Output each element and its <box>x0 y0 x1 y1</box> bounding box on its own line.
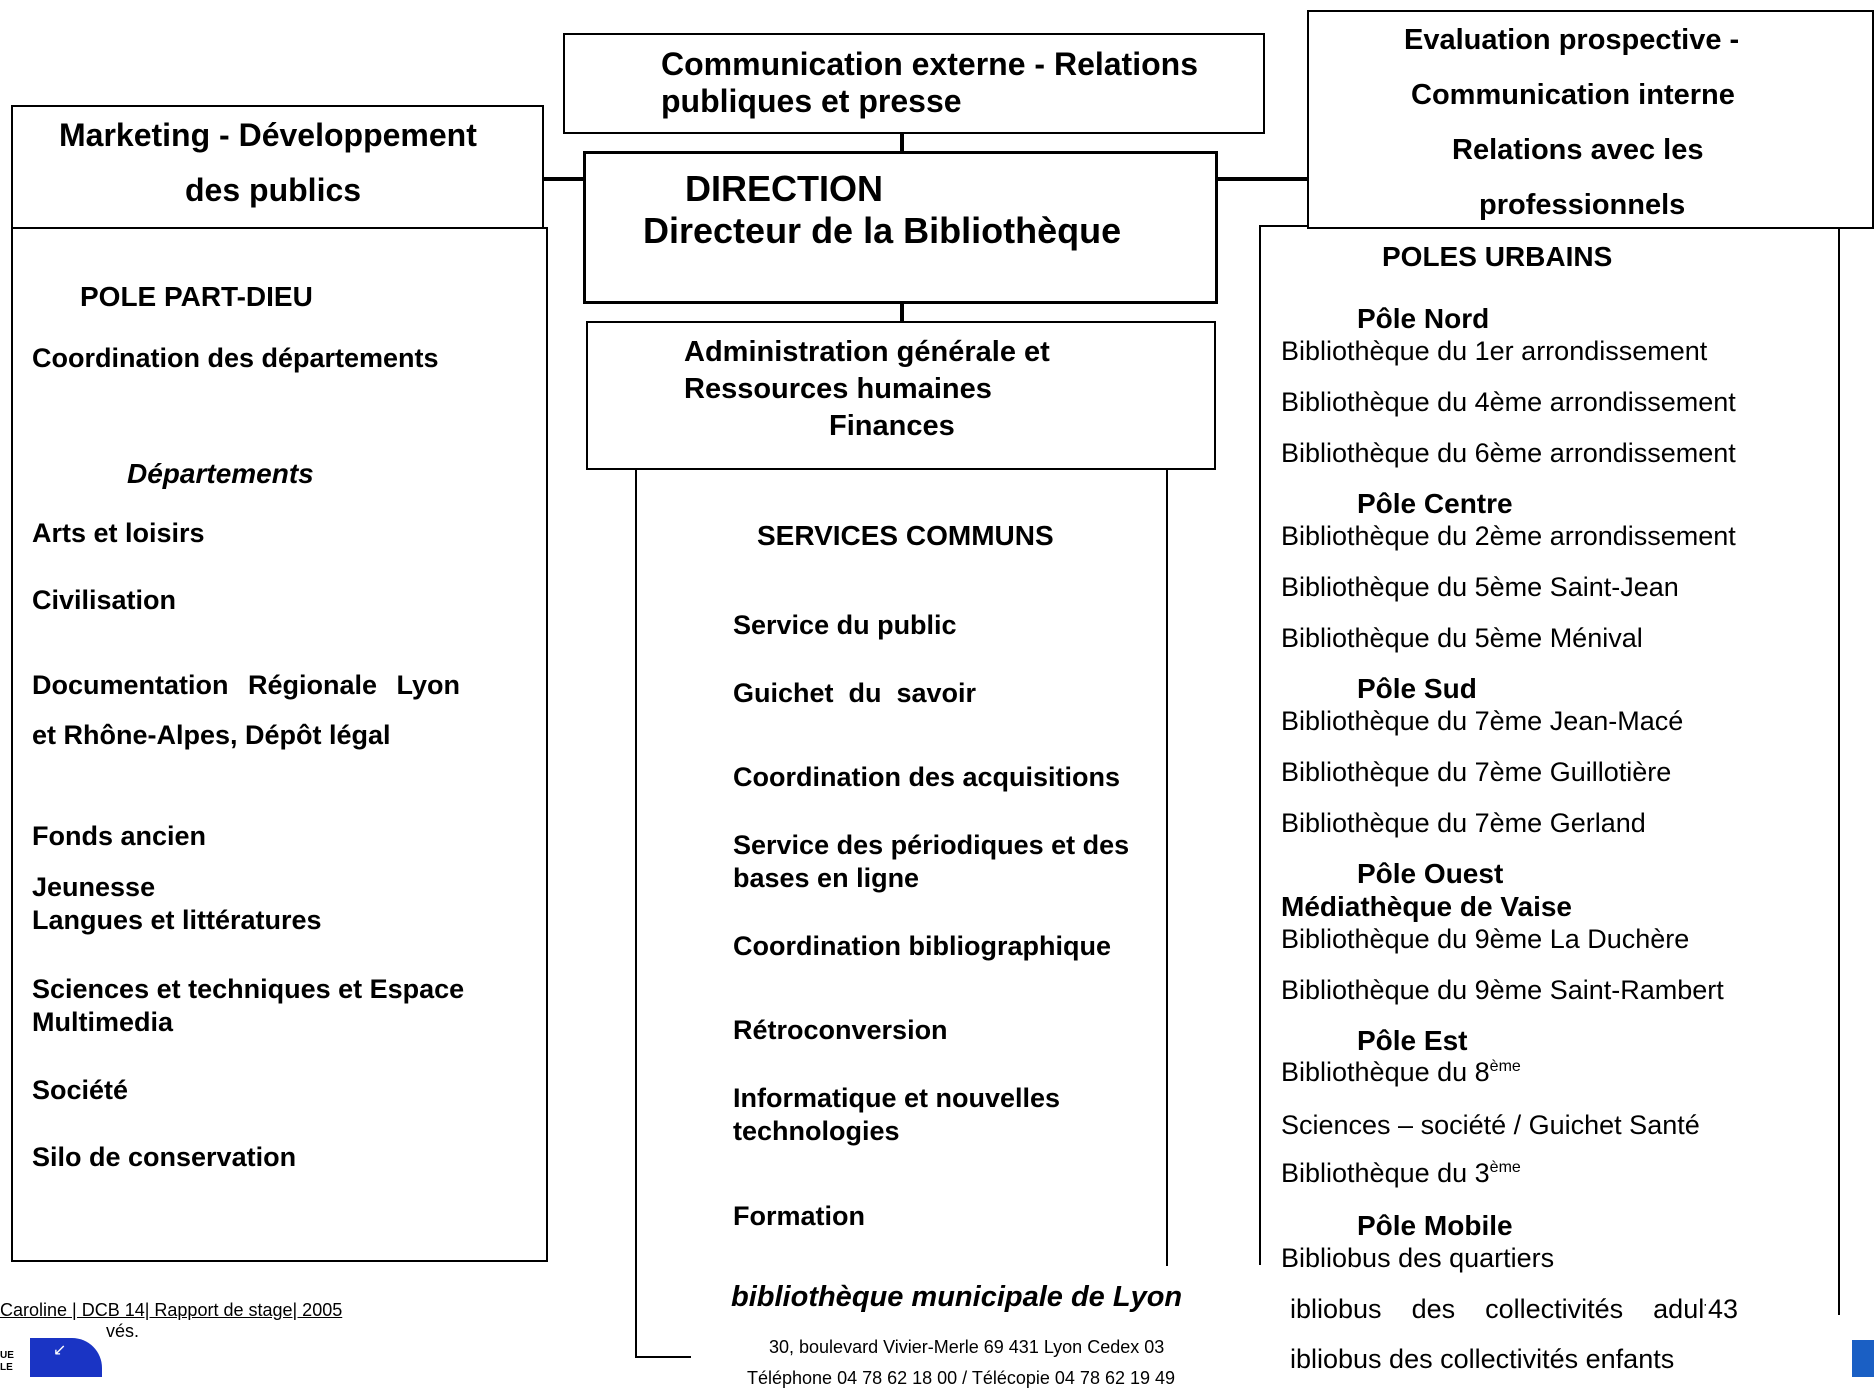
dept-sciences-2: Multimedia <box>32 1007 174 1037</box>
administration-box <box>586 321 1216 470</box>
service-periodiques-2: bases en ligne <box>733 863 920 893</box>
bib-8eme-label: Bibliothèque du 8 <box>1281 1057 1490 1087</box>
bib-8eme-sup: ème <box>1489 1058 1521 1075</box>
bml-phone: Téléphone 04 78 62 18 00 / Télécopie 04 … <box>747 1368 1176 1388</box>
bml-footer-overlay <box>692 1266 1259 1377</box>
bib-3eme: Bibliothèque du 3ème <box>1281 1158 1521 1189</box>
enssib-logo: UE LE ↙ <box>0 1338 110 1377</box>
direction-box <box>583 151 1218 304</box>
bib-3eme-sup: ème <box>1489 1159 1521 1176</box>
informatique: Informatique et nouvelles <box>733 1083 1061 1113</box>
sciences-societe-guichet-sante: Sciences – société / Guichet Santé <box>1281 1110 1700 1140</box>
pole-mobile-heading: Pôle Mobile <box>1357 1210 1513 1241</box>
pole-est-heading: Pôle Est <box>1357 1025 1468 1056</box>
services-frame-left <box>635 468 637 1358</box>
connector-direction-administration <box>900 302 904 324</box>
communication-externe-box <box>563 33 1265 134</box>
bib-7eme-guillotiere: Bibliothèque du 7ème Guillotière <box>1281 757 1672 787</box>
informatique-2: technologies <box>733 1116 900 1146</box>
connector-direction-evaluation <box>1216 177 1309 181</box>
dept-fonds-ancien: Fonds ancien <box>32 821 207 851</box>
corner-logo-icon <box>1852 1340 1874 1377</box>
services-communs-title: SERVICES COMMUNS <box>757 520 1054 551</box>
connector-communication-direction <box>900 132 904 154</box>
logo-arrow-icon: ↙ <box>53 1342 67 1359</box>
evaluation-box <box>1307 10 1874 229</box>
poles-frame-left <box>1259 225 1261 1265</box>
connector-marketing-direction <box>543 177 590 181</box>
pole-part-dieu-panel <box>11 227 548 1262</box>
direction-title: DIRECTION <box>685 168 883 209</box>
mediatheque-vaise: Médiathèque de Vaise <box>1281 891 1572 922</box>
bml-name: bibliothèque municipale de Lyon <box>731 1281 1183 1313</box>
administration-line3: Finances <box>829 410 955 442</box>
bib-2eme: Bibliothèque du 2ème arrondissement <box>1281 521 1736 551</box>
pole-part-dieu-title: POLE PART-DIEU <box>80 281 313 312</box>
formation: Formation <box>733 1201 865 1231</box>
poles-frame-top <box>1259 225 1311 227</box>
guichet-savoir: Guichet du savoir <box>733 678 977 708</box>
pole-ouest-heading: Pôle Ouest <box>1357 858 1504 889</box>
dept-civilisation: Civilisation <box>32 585 177 615</box>
bib-5eme-menival: Bibliothèque du 5ème Ménival <box>1281 623 1643 653</box>
marketing-box <box>11 105 544 229</box>
evaluation-line3: Relations avec les <box>1452 134 1704 166</box>
bibliobus-enfants: ibliobus des collectivités enfants <box>1290 1344 1675 1374</box>
service-public: Service du public <box>733 610 957 640</box>
bib-4eme: Bibliothèque du 4ème arrondissement <box>1281 387 1736 417</box>
bib-3eme-label: Bibliothèque du 3 <box>1281 1158 1490 1188</box>
dept-arts-loisirs: Arts et loisirs <box>32 518 205 548</box>
coordination-departements: Coordination des départements <box>32 343 439 373</box>
marketing-line1: Marketing - Développement <box>59 117 477 153</box>
poles-bottom-cover <box>1262 1283 1282 1377</box>
bml-address: 30, boulevard Vivier-Merle 69 431 Lyon C… <box>769 1337 1165 1357</box>
departements-heading: Départements <box>127 458 314 489</box>
dept-documentation-regionale-2: et Rhône-Alpes, Dépôt légal <box>32 720 391 750</box>
bibliobus-adultes: ibliobus des collectivités adultes <box>1290 1294 1741 1324</box>
logo-blue-block <box>30 1338 102 1377</box>
bib-7eme-gerland: Bibliothèque du 7ème Gerland <box>1281 808 1646 838</box>
dept-jeunesse: Jeunesse <box>32 872 156 902</box>
dept-documentation-regionale: Documentation Régionale Lyon <box>32 670 461 700</box>
bibliobus-quartiers: Bibliobus des quartiers <box>1281 1243 1555 1273</box>
poles-urbains-title: POLES URBAINS <box>1382 241 1613 272</box>
bib-5eme-saint-jean: Bibliothèque du 5ème Saint-Jean <box>1281 572 1679 602</box>
bib-7eme-jean-mace: Bibliothèque du 7ème Jean-Macé <box>1281 706 1684 736</box>
bib-6eme: Bibliothèque du 6ème arrondissement <box>1281 438 1736 468</box>
poles-frame-right <box>1838 225 1840 1315</box>
evaluation-line1: Evaluation prospective - <box>1404 24 1740 56</box>
dept-sciences: Sciences et techniques et Espace <box>32 974 465 1004</box>
logo-text-2: LE <box>0 1362 13 1373</box>
rights-text: vés. <box>106 1321 140 1341</box>
bib-9eme-duchere: Bibliothèque du 9ème La Duchère <box>1281 924 1690 954</box>
dept-silo: Silo de conservation <box>32 1142 297 1172</box>
services-frame-right <box>1166 468 1168 1266</box>
dept-societe: Société <box>32 1075 129 1105</box>
communication-line2: publiques et presse <box>661 83 962 119</box>
administration-line1: Administration générale et <box>684 336 1050 368</box>
pole-centre-heading: Pôle Centre <box>1357 488 1513 519</box>
service-periodiques: Service des périodiques et des <box>733 830 1130 860</box>
retroconversion: Rétroconversion <box>733 1015 948 1045</box>
bib-9eme-saint-rambert: Bibliothèque du 9ème Saint-Rambert <box>1281 975 1724 1005</box>
pole-sud-heading: Pôle Sud <box>1357 673 1477 704</box>
citation-text: Caroline | DCB 14| Rapport de stage| 200… <box>0 1300 343 1321</box>
directeur-title: Directeur de la Bibliothèque <box>643 210 1122 251</box>
evaluation-line4: professionnels <box>1479 189 1686 221</box>
evaluation-line2: Communication interne <box>1411 79 1735 111</box>
administration-line2: Ressources humaines <box>684 373 992 405</box>
services-frame-bottom <box>635 1356 691 1358</box>
logo-text-1: UE <box>0 1350 14 1361</box>
communication-line1: Communication externe - Relations <box>661 46 1198 82</box>
bib-8eme: Bibliothèque du 8ème <box>1281 1057 1521 1088</box>
dept-langues: Langues et littératures <box>32 905 322 935</box>
pole-nord-heading: Pôle Nord <box>1357 303 1490 334</box>
coordination-bibliographique: Coordination bibliographique <box>733 931 1111 961</box>
bib-1er: Bibliothèque du 1er arrondissement <box>1281 336 1708 366</box>
marketing-line2: des publics <box>185 172 362 208</box>
page-number: 43 <box>1706 1294 1741 1325</box>
coordination-acquisitions: Coordination des acquisitions <box>733 762 1121 792</box>
